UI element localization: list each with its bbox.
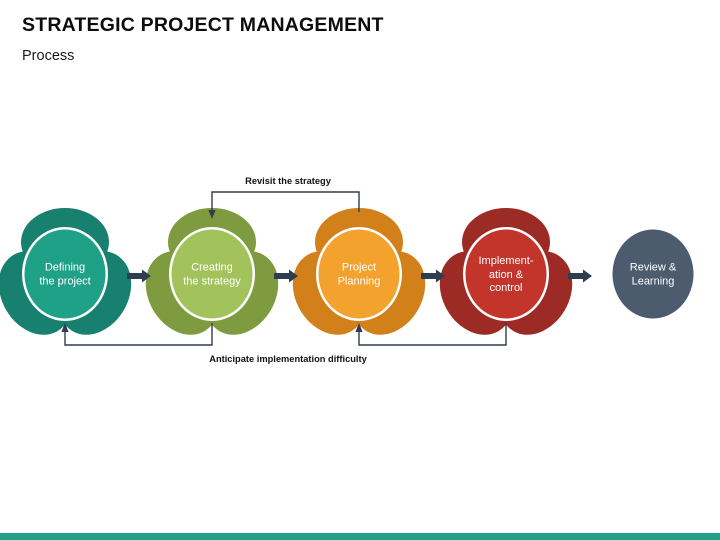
feedback-arrowhead-anticipate-implementation-difficulty-1 — [61, 323, 69, 332]
footer-accent-bar — [0, 533, 720, 540]
node-center-circle — [318, 229, 400, 319]
flow-arrow-arrow-2-3 — [274, 269, 298, 283]
process-node-project-planning[interactable] — [278, 208, 440, 348]
node-center-circle — [465, 229, 547, 319]
node-center-circle — [171, 229, 253, 319]
feedback-arrowhead-revisit-the-strategy — [208, 210, 216, 219]
flow-arrow-arrow-4-5 — [568, 269, 592, 283]
feedback-caption-revisit-the-strategy: Revisit the strategy — [245, 176, 331, 186]
feedback-line-anticipate-implementation-difficulty-2 — [358, 323, 507, 346]
process-node-creating-the-strategy[interactable] — [131, 208, 293, 348]
node-center-circle — [612, 229, 694, 319]
feedback-line-anticipate-implementation-difficulty-1 — [64, 323, 213, 346]
node-center-circle — [24, 229, 106, 319]
process-node-defining-the-project[interactable] — [0, 208, 146, 348]
feedback-line-revisit-the-strategy — [211, 191, 360, 212]
flow-arrow-arrow-1-2 — [127, 269, 151, 283]
flow-arrow-arrow-3-4 — [421, 269, 445, 283]
process-node-implementation-and-control[interactable] — [425, 208, 587, 348]
feedback-caption-anticipate-implementation-difficulty: Anticipate implementation difficulty — [209, 354, 367, 364]
process-node-review-and-learning[interactable] — [572, 208, 720, 348]
page-title: STRATEGIC PROJECT MANAGEMENT — [22, 14, 384, 36]
page-subtitle: Process — [22, 48, 75, 64]
feedback-arrowhead-anticipate-implementation-difficulty-2 — [355, 323, 363, 332]
